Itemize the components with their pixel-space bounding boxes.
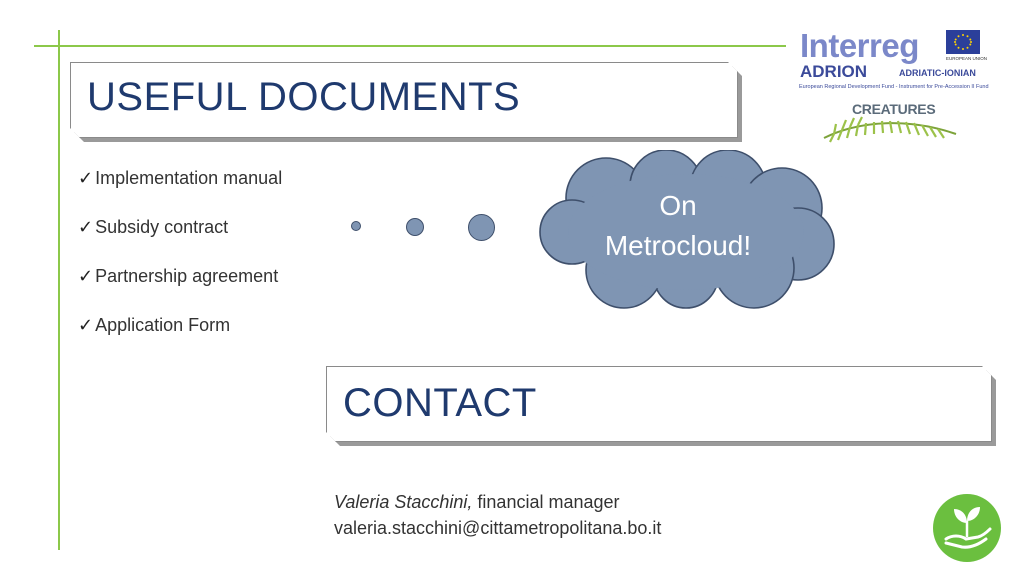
green-accent-line-horizontal [34,45,786,47]
contact-title: CONTACT [343,381,537,425]
cloud-text-line-1: On [659,190,697,221]
list-item: ✓ Implementation manual [78,168,282,189]
contact-box: CONTACT [326,366,992,442]
useful-documents-title: USEFUL DOCUMENTS [87,75,521,119]
checkmark-icon: ✓ [78,217,94,237]
thought-cloud-icon [539,150,835,309]
list-item: ✓ Application Form [78,315,230,336]
useful-documents-box: USEFUL DOCUMENTS [70,62,738,138]
plant-in-hand-icon [933,494,1001,562]
adrion-logo-text: ADRION [800,62,868,81]
cloud-text-line-2: Metrocloud! [604,230,752,261]
thought-dot-medium [406,218,424,236]
contact-email[interactable]: valeria.stacchini@cittametropolitana.bo.… [334,518,662,538]
contact-line: Valeria Stacchini, financial manager [334,492,620,513]
adriatic-ionian-text: ADRIATIC-IONIAN [899,68,976,78]
creatures-logo-text: CREATURES [852,101,936,117]
interreg-logo-text: Interreg [800,27,919,64]
checkmark-icon: ✓ [78,266,94,286]
document-label: Partnership agreement [95,266,279,286]
eu-label-text: EUROPEAN UNION [946,56,988,61]
contact-separator: , [467,492,473,512]
document-label: Subsidy contract [95,217,229,237]
checkmark-icon: ✓ [78,315,94,335]
fund-line-text: European Regional Development Fund - Ins… [799,84,989,90]
thought-dot-small [351,221,361,231]
list-item: ✓ Subsidy contract [78,217,228,238]
contact-role: financial manager [472,492,620,512]
checkmark-icon: ✓ [78,168,94,188]
list-item: ✓ Partnership agreement [78,266,278,287]
document-label: Application Form [95,315,231,335]
green-accent-line-vertical [58,30,60,550]
fern-icon [823,116,957,143]
contact-name: Valeria Stacchini [334,492,468,512]
document-label: Implementation manual [95,168,283,188]
thought-dot-large [468,214,495,241]
eu-flag-icon [946,30,980,54]
cloud-text: On Metrocloud! [588,186,768,266]
